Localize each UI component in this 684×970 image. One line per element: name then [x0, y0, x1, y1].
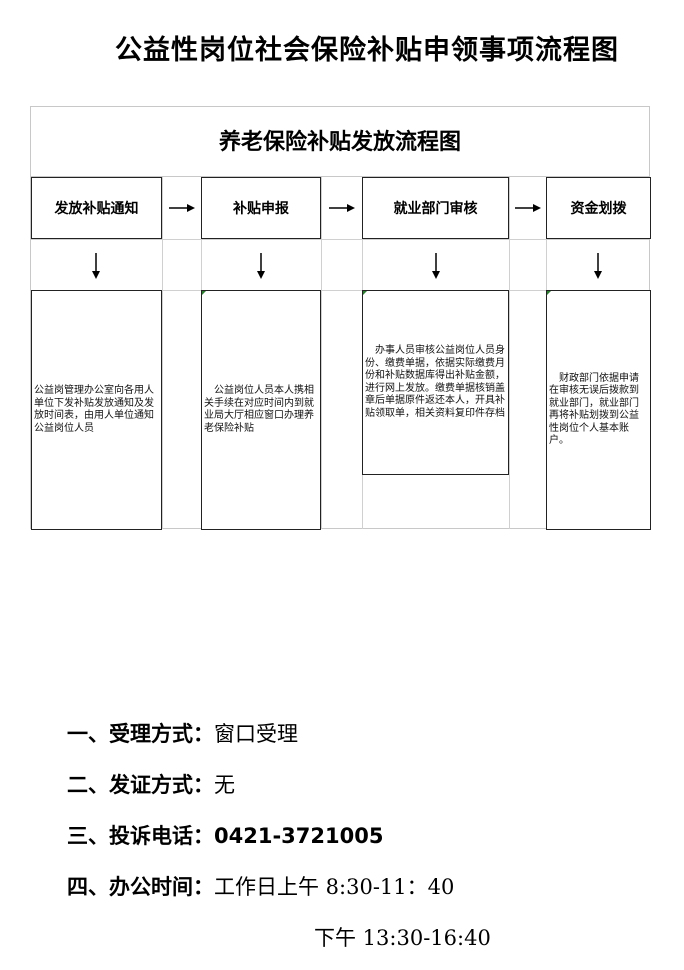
info-cert: 二、发证方式：无 — [67, 769, 235, 799]
detail-text: 公益岗管理办公室向各用人单位下发补贴发放通知及发放时间表，由用人单位通知公益岗位… — [34, 385, 154, 434]
info-accept: 一、受理方式：窗口受理 — [67, 718, 298, 748]
detail-text: 公益岗位人员本人携相关手续在对应时间内到就业局大厅相应窗口办理养老保险补贴 — [204, 385, 314, 434]
flowchart-title: 养老保险补贴发放流程图 — [31, 107, 649, 177]
info-cert-value: 无 — [214, 773, 235, 797]
flowchart: 养老保险补贴发放流程图 发放补贴通知 补贴申报 就业部门审核 资金划拨 公益岗管… — [30, 106, 651, 530]
arrow-right-icon — [329, 204, 355, 212]
step-box-notify: 发放补贴通知 — [31, 177, 162, 239]
detail-text: 办事人员审核公益岗位人员身份、缴费单据，依据实际缴费月份和补贴数据库得出补贴金额… — [365, 345, 505, 419]
detail-box-review: 办事人员审核公益岗位人员身份、缴费单据，依据实际缴费月份和补贴数据库得出补贴金额… — [362, 290, 509, 475]
info-hours-afternoon: 下午 13:30-16:40 — [314, 926, 491, 950]
grid-line — [31, 239, 649, 240]
arrow-down-icon — [257, 253, 265, 279]
grid-line — [509, 177, 510, 529]
info-hours: 四、办公时间：工作日上午 8:30-11：40 — [67, 871, 454, 901]
info-accept-label: 一、受理方式： — [67, 721, 214, 746]
detail-box-apply: 公益岗位人员本人携相关手续在对应时间内到就业局大厅相应窗口办理养老保险补贴 — [201, 290, 321, 530]
info-complaint-label: 三、投诉电话： — [67, 823, 214, 848]
arrow-right-icon — [515, 204, 541, 212]
info-cert-label: 二、发证方式： — [67, 772, 214, 797]
grid-line — [321, 177, 322, 529]
page-title: 公益性岗位社会保险补贴申领事项流程图 — [115, 35, 619, 66]
arrow-right-icon — [169, 204, 195, 212]
info-complaint-phone: 0421-3721005 — [214, 824, 384, 848]
grid-line — [162, 177, 163, 529]
info-hours-morning: 工作日上午 8:30-11：40 — [214, 875, 455, 899]
detail-box-notify: 公益岗管理办公室向各用人单位下发补贴发放通知及发放时间表，由用人单位通知公益岗位… — [31, 290, 162, 530]
arrow-down-icon — [594, 253, 602, 279]
detail-text: 财政部门依据申请在审核无误后拨款到就业部门，就业部门再将补贴划拨到公益性岗位个人… — [549, 372, 639, 447]
detail-box-fund: 财政部门依据申请在审核无误后拨款到就业部门，就业部门再将补贴划拨到公益性岗位个人… — [546, 290, 651, 530]
step-box-apply: 补贴申报 — [201, 177, 321, 239]
info-accept-value: 窗口受理 — [214, 722, 298, 746]
info-hours-label: 四、办公时间： — [67, 874, 214, 899]
grid-line — [31, 290, 649, 291]
arrow-down-icon — [92, 253, 100, 279]
step-box-review: 就业部门审核 — [362, 177, 509, 239]
arrow-down-icon — [432, 253, 440, 279]
step-box-fund: 资金划拨 — [546, 177, 651, 239]
info-complaint: 三、投诉电话：0421-3721005 — [67, 820, 383, 850]
